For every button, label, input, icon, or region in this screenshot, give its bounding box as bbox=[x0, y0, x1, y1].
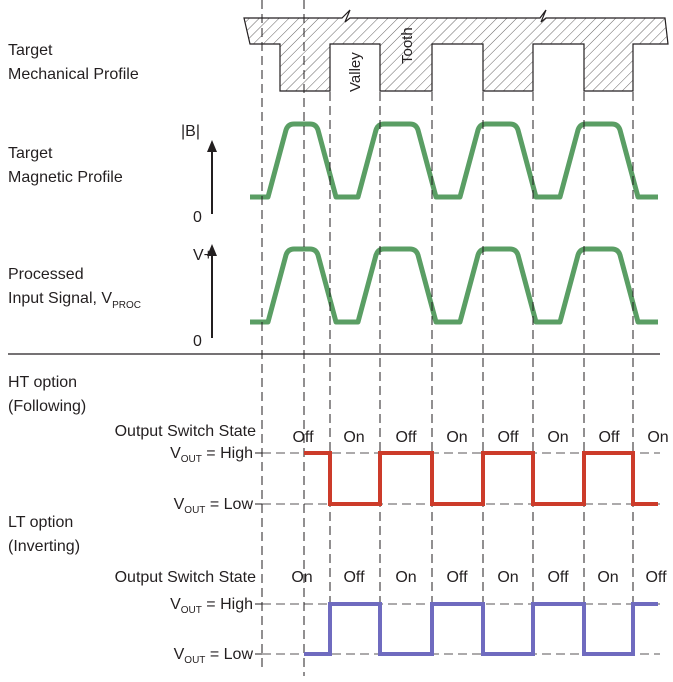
lt-state: On bbox=[291, 569, 312, 586]
lt-vout-high-label: VOUT = High bbox=[170, 596, 253, 616]
processed-axis-zero-label: 0 bbox=[193, 333, 202, 350]
processed-axis-arrow bbox=[207, 244, 217, 338]
lt-state: On bbox=[497, 569, 518, 586]
ht-state: Off bbox=[292, 429, 314, 446]
lt-state: Off bbox=[343, 569, 365, 586]
ht-switch-states: Off On Off On Off On Off On bbox=[292, 429, 668, 446]
ht-title-line2: (Following) bbox=[8, 398, 86, 415]
lt-switch-state-label: Output Switch State bbox=[115, 569, 257, 586]
magnetic-profile-wave bbox=[250, 121, 658, 200]
lt-title-line2: (Inverting) bbox=[8, 538, 80, 555]
lt-output-waveform bbox=[304, 602, 658, 656]
valley-label: Valley bbox=[347, 52, 364, 92]
ht-state: On bbox=[647, 429, 668, 446]
lt-state: On bbox=[597, 569, 618, 586]
target-tooth-profile bbox=[243, 9, 669, 92]
ht-switch-state-label: Output Switch State bbox=[115, 423, 257, 440]
magnetic-label-line1: Target bbox=[8, 145, 53, 162]
lt-state: Off bbox=[645, 569, 667, 586]
ht-state: On bbox=[547, 429, 568, 446]
ht-state: On bbox=[446, 429, 467, 446]
mechanical-label-line2: Mechanical Profile bbox=[8, 66, 139, 83]
lt-switch-states: On Off On Off On Off On Off bbox=[291, 569, 667, 586]
lt-state: On bbox=[395, 569, 416, 586]
ht-state: Off bbox=[395, 429, 417, 446]
lt-vout-low-label: VOUT = Low bbox=[174, 646, 254, 666]
vertical-reference-lines bbox=[261, 0, 634, 676]
ht-state: Off bbox=[598, 429, 620, 446]
processed-axis-top-label: V+ bbox=[193, 247, 213, 264]
ht-output-waveform bbox=[304, 451, 658, 506]
ht-vout-high-label: VOUT = High bbox=[170, 445, 253, 465]
lt-state: Off bbox=[446, 569, 468, 586]
magnetic-axis-top-label: |B| bbox=[181, 123, 200, 140]
tooth-label: Tooth bbox=[399, 27, 416, 64]
ht-state: Off bbox=[497, 429, 519, 446]
magnetic-label-line2: Magnetic Profile bbox=[8, 169, 123, 186]
processed-label-line1: Processed bbox=[8, 266, 84, 283]
ht-state: On bbox=[343, 429, 364, 446]
processed-label-line2: Input Signal, VPROC bbox=[8, 290, 141, 311]
magnetic-axis-arrow bbox=[207, 140, 217, 214]
mechanical-profile bbox=[243, 9, 669, 92]
lt-state: Off bbox=[547, 569, 569, 586]
ht-vout-low-label: VOUT = Low bbox=[174, 496, 254, 516]
processed-input-wave bbox=[250, 246, 658, 325]
mechanical-label-line1: Target bbox=[8, 42, 53, 59]
magnetic-axis-zero-label: 0 bbox=[193, 209, 202, 226]
lt-title-line1: LT option bbox=[8, 514, 73, 531]
ht-title-line1: HT option bbox=[8, 374, 77, 391]
